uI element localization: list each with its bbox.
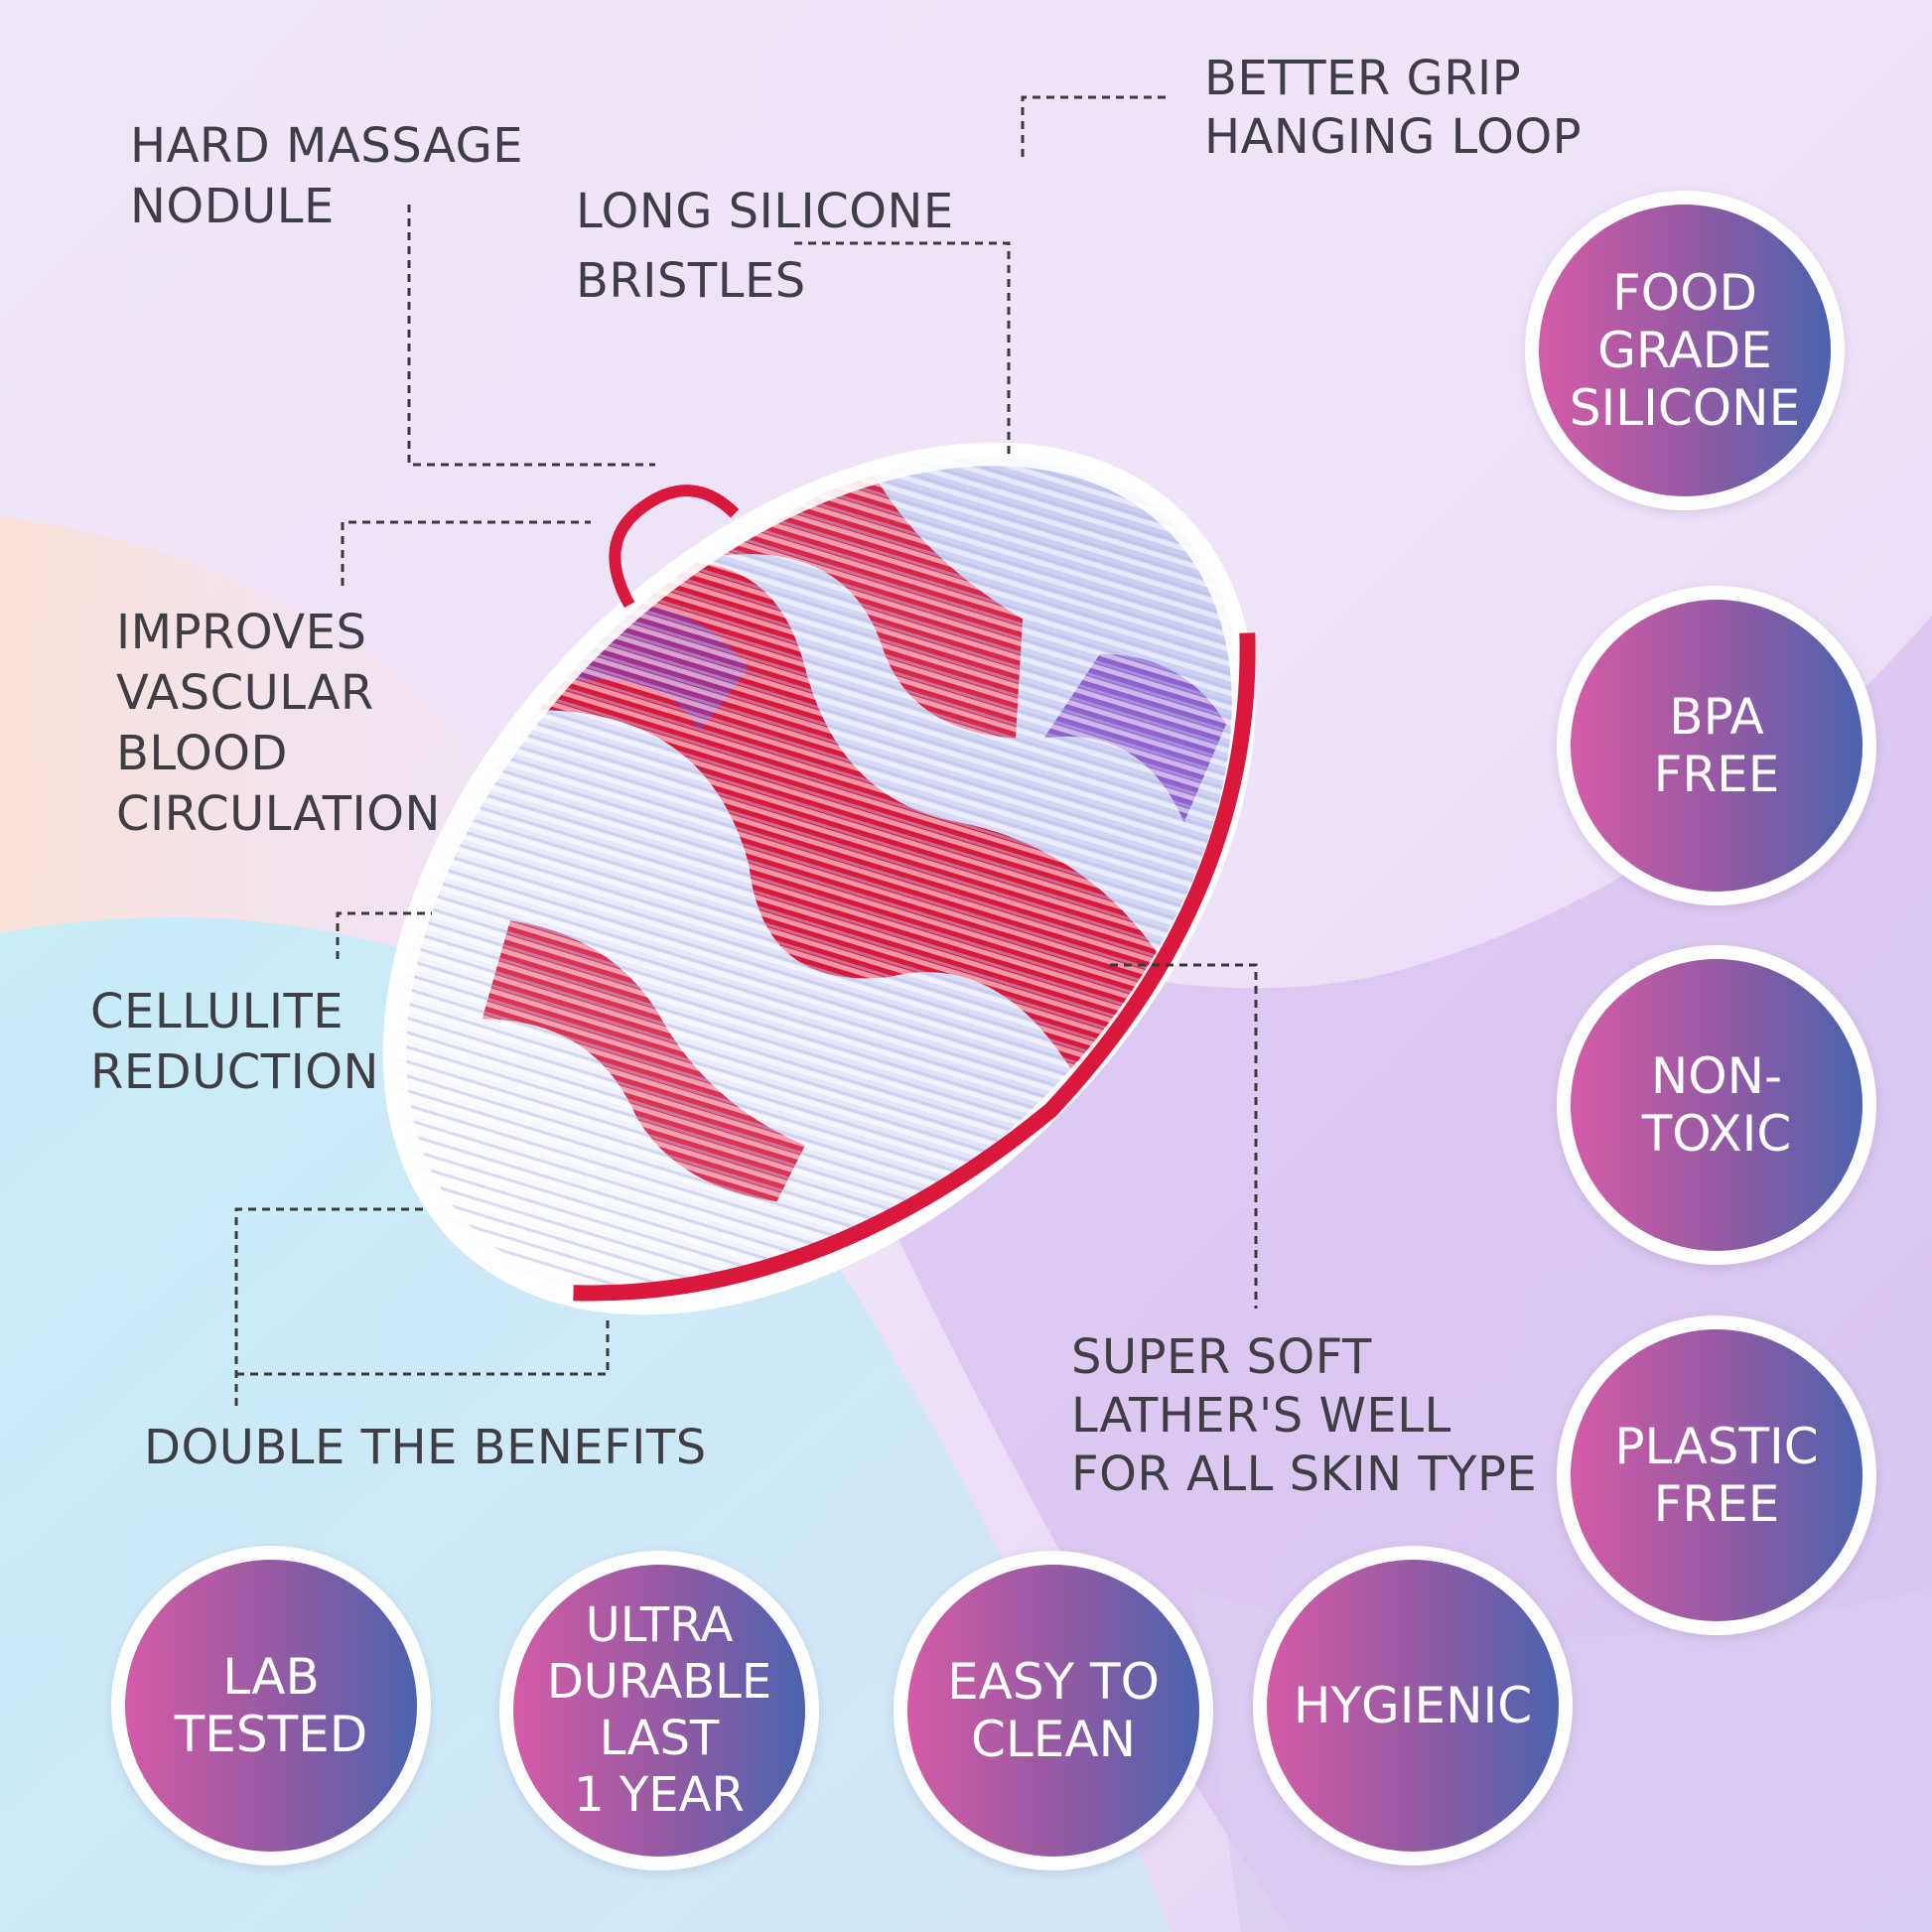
callout-line: CELLULITE [90,984,345,1039]
callout-line: VASCULAR [116,665,374,721]
callout-long-silicone-bristles: LONG SILICONE BRISTLES [576,177,954,316]
badge-text: FREE [1653,746,1780,803]
callout-line: CIRCULATION [116,786,441,842]
badge-circle: HYGIENIC [1267,1560,1559,1852]
callout-line: LATHER'S WELL [1071,1388,1451,1444]
badge-text: GRADE [1597,322,1772,379]
badge-food-grade-silicone: FOOD GRADE SILICONE [1525,191,1845,510]
callout-cellulite-reduction: CELLULITE REDUCTION [90,982,379,1103]
badge-circle: BPA FREE [1571,600,1863,892]
badge-text: EASY TO [947,1653,1160,1711]
callout-better-grip-loop: BETTER GRIP HANGING LOOP [1204,50,1582,167]
badge-text: FOOD [1612,264,1757,322]
badge-circle: NON- TOXIC [1571,959,1863,1251]
badge-text: HYGIENIC [1293,1677,1533,1734]
callout-double-benefits: DOUBLE THE BENEFITS [144,1418,707,1478]
badge-non-toxic: NON- TOXIC [1557,945,1876,1265]
callout-line: HANGING LOOP [1204,109,1583,165]
badge-text: PLASTIC [1614,1418,1819,1475]
badge-lab-tested: LAB TESTED [111,1546,431,1865]
badge-bpa-free: BPA FREE [1557,586,1876,905]
callout-line: BETTER GRIP [1204,51,1522,106]
badge-text: DURABLE [546,1654,772,1710]
badge-text: FREE [1653,1475,1780,1533]
callout-line: DOUBLE THE BENEFITS [144,1420,707,1475]
badge-easy-to-clean: EASY TO CLEAN [894,1551,1213,1870]
callout-line: NODULE [130,179,335,234]
callout-line: LONG SILICONE [576,184,954,239]
badge-text: TESTED [174,1706,368,1763]
callout-line: BRISTLES [576,253,806,309]
badge-plastic-free: PLASTIC FREE [1557,1315,1876,1635]
callout-line: IMPROVES [116,605,367,660]
callout-line: FOR ALL SKIN TYPE [1071,1447,1538,1502]
callout-super-soft: SUPER SOFT LATHER'S WELL FOR ALL SKIN TY… [1071,1328,1537,1504]
callout-improves-circulation: IMPROVES VASCULAR BLOOD CIRCULATION [116,603,441,845]
badge-hygienic: HYGIENIC [1253,1546,1573,1865]
badge-text: NON- [1650,1047,1783,1105]
badge-circle: FOOD GRADE SILICONE [1539,205,1831,496]
badge-circle: LAB TESTED [125,1560,417,1852]
badge-text: CLEAN [971,1711,1136,1768]
badge-circle: EASY TO CLEAN [907,1565,1199,1857]
badge-text: ULTRA [585,1597,734,1653]
callout-line: HARD MASSAGE [130,118,524,174]
callout-hard-massage-nodule: HARD MASSAGE NODULE [130,116,523,237]
callout-line: REDUCTION [90,1044,379,1100]
badge-text: BPA [1669,688,1764,746]
badge-text: 1 YEAR [574,1767,745,1823]
badge-text: SILICONE [1569,379,1801,437]
badge-text: TOXIC [1641,1105,1792,1163]
badge-circle: PLASTIC FREE [1571,1329,1863,1621]
badge-text: LAB [222,1648,320,1706]
badge-circle: ULTRA DURABLE LAST 1 YEAR [513,1565,805,1857]
callout-line: SUPER SOFT [1071,1329,1372,1385]
badge-ultra-durable: ULTRA DURABLE LAST 1 YEAR [499,1551,819,1870]
callout-line: BLOOD [116,726,288,781]
badge-text: LAST [599,1711,720,1766]
